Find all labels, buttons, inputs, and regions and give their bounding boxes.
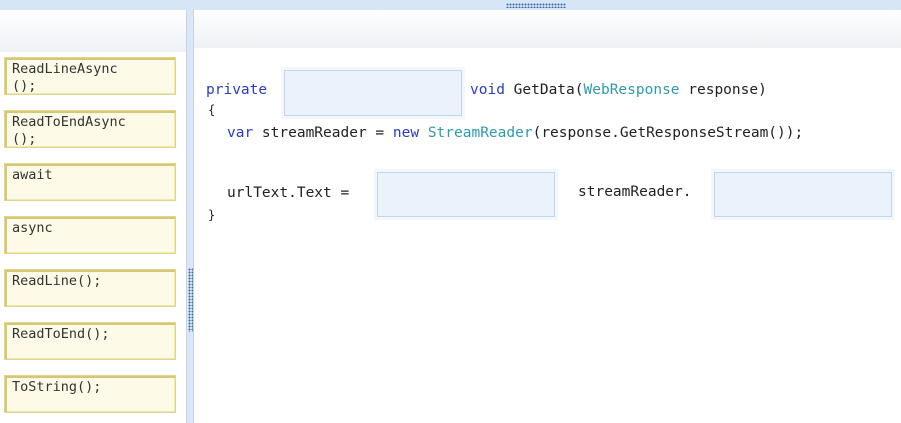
choice-readlineasync[interactable]: ReadLineAsync ();: [4, 57, 176, 95]
open-brace: {: [208, 103, 216, 117]
choice-readtoend[interactable]: ReadToEnd();: [4, 322, 176, 360]
choice-readline[interactable]: ReadLine();: [4, 269, 176, 307]
pane-splitter[interactable]: [186, 10, 194, 423]
keyword-private: private: [206, 82, 268, 98]
drop-target-3[interactable]: [714, 172, 892, 217]
choice-async[interactable]: async: [4, 216, 176, 254]
keyword-void: void: [470, 82, 505, 98]
keyword-new: new: [392, 125, 420, 141]
param-type: WebResponse: [583, 82, 680, 98]
method-name: GetData(: [504, 82, 584, 98]
drop-target-1[interactable]: [284, 70, 462, 116]
constructor-args: (response.GetResponseStream());: [532, 125, 804, 141]
keyword-var: var: [227, 125, 254, 141]
stream-reader-line: var streamReader = new StreamReader(resp…: [227, 124, 803, 142]
drop-target-2[interactable]: [377, 172, 555, 217]
member-access: streamReader.: [578, 184, 692, 200]
method-signature: void GetData(WebResponse response): [470, 81, 767, 99]
code-area-header: [194, 10, 901, 48]
constructor-type: StreamReader: [427, 125, 533, 141]
answer-choices-header: [0, 10, 186, 52]
choice-readtoendasync[interactable]: ReadToEndAsync ();: [4, 110, 176, 148]
variable-declaration: streamReader =: [253, 125, 393, 141]
choice-await[interactable]: await: [4, 163, 176, 201]
close-brace: }: [208, 208, 216, 222]
assign-left: urlText.Text =: [227, 185, 350, 201]
drag-grip-icon[interactable]: [506, 3, 566, 8]
param-name: response): [679, 82, 767, 98]
choice-tostring[interactable]: ToString();: [4, 375, 176, 413]
splitter-grip-icon[interactable]: [188, 268, 193, 332]
